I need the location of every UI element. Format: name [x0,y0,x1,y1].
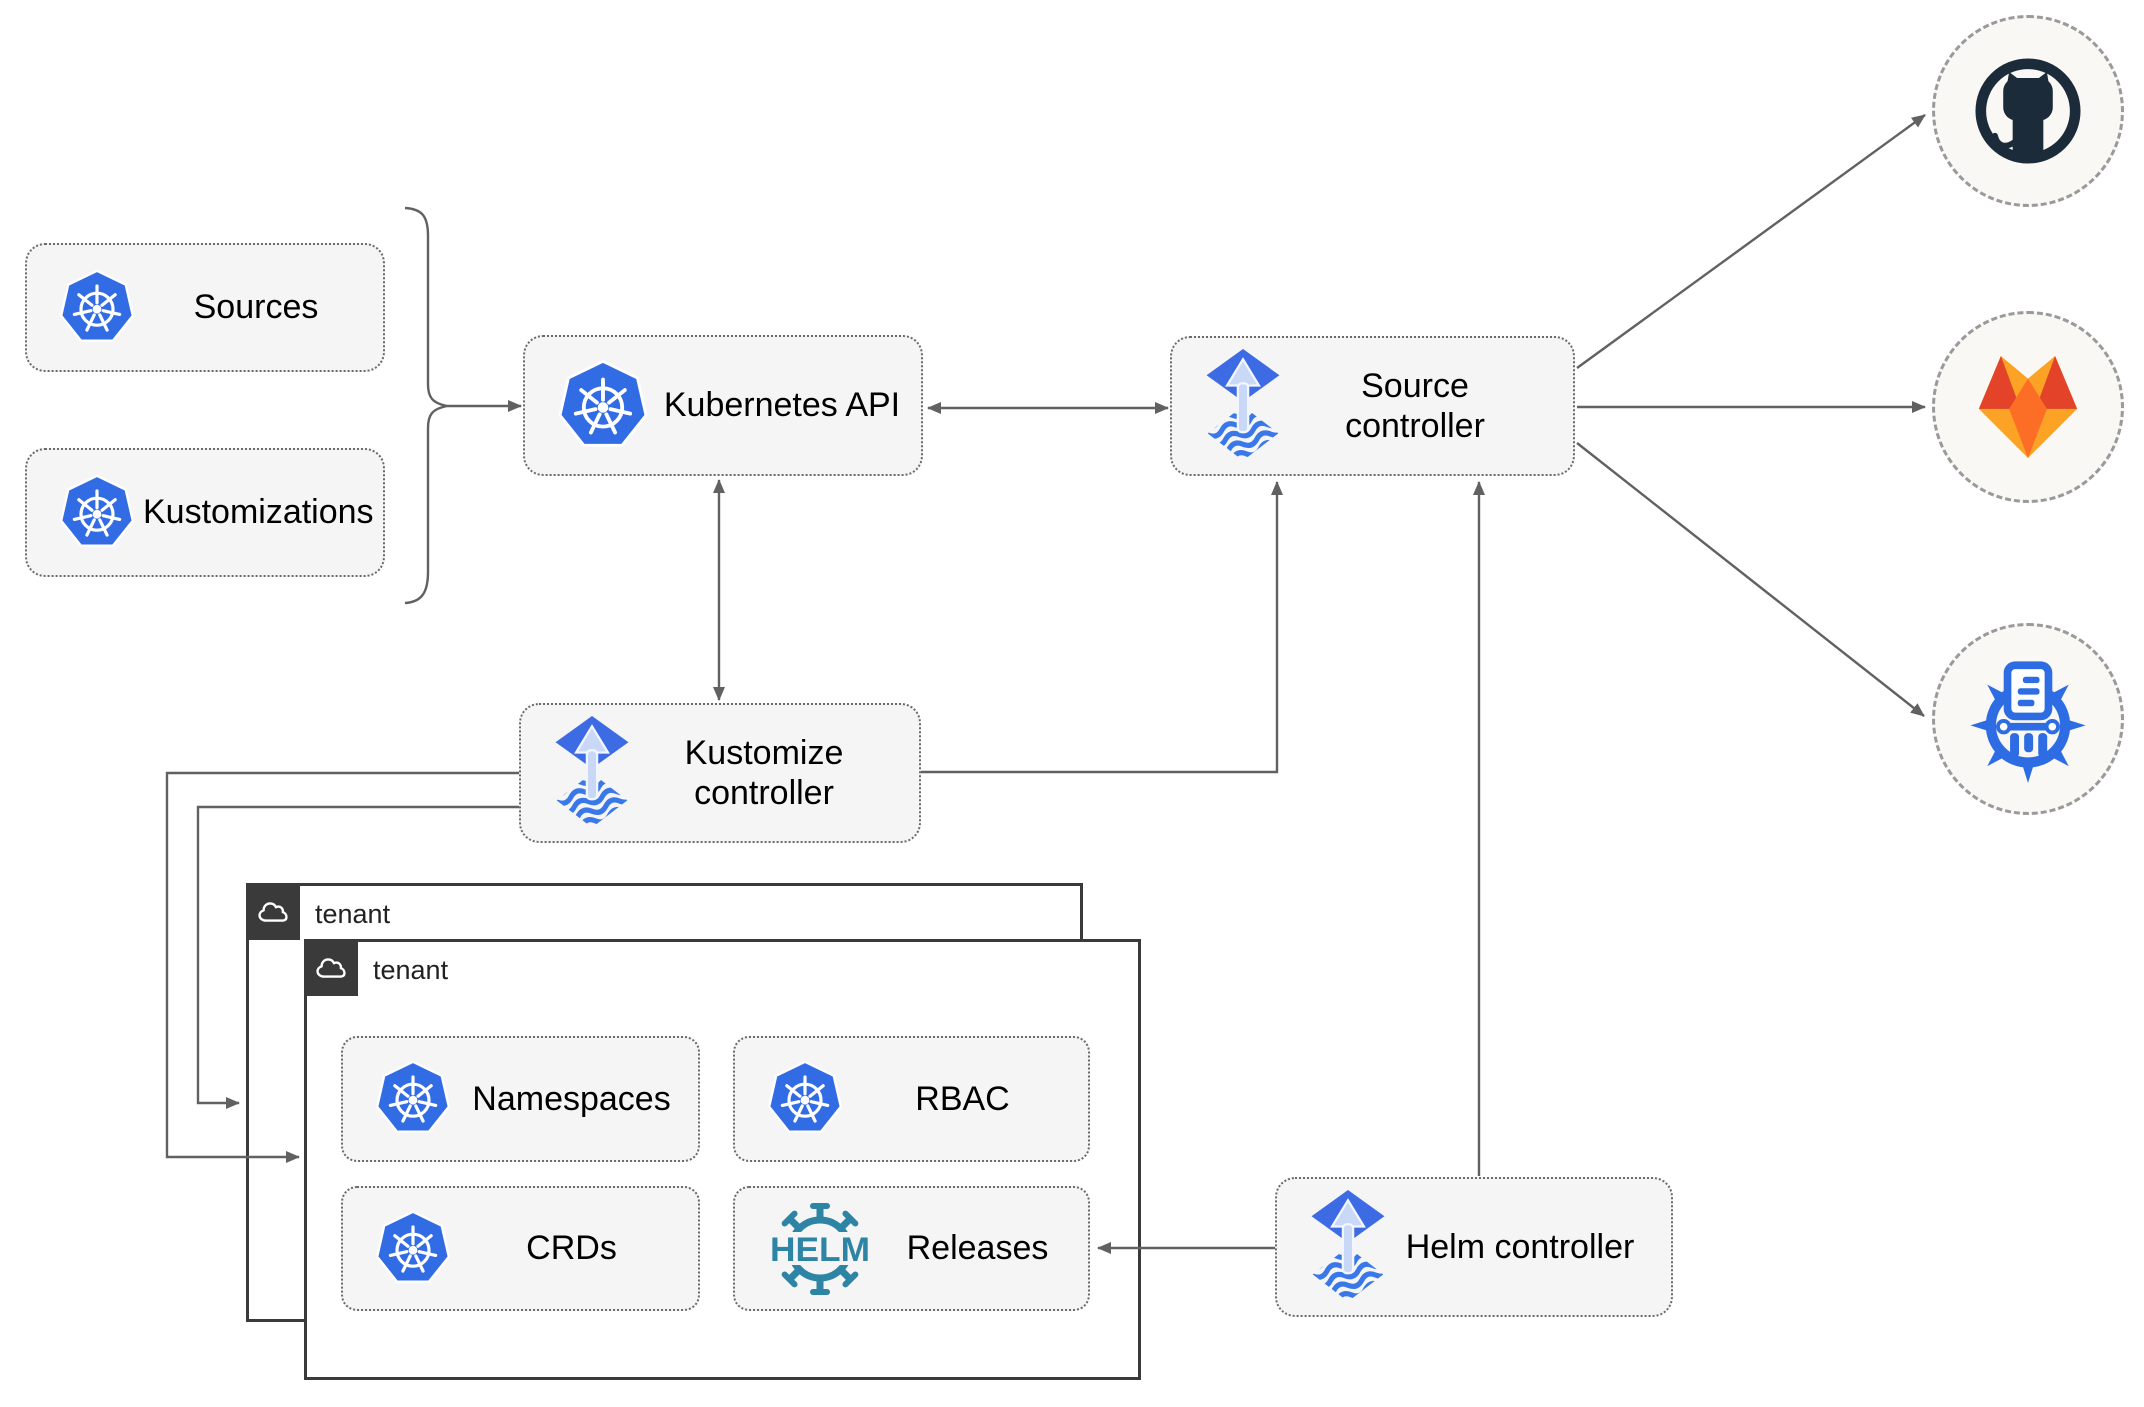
cloud-icon [246,883,300,940]
edge-kustomize-source [921,481,1283,774]
github-target [1932,15,2124,207]
node-label: CRDs [526,1229,617,1268]
kubernetes-icon [373,1059,453,1139]
gitlab-icon [1965,347,2091,467]
node-namespaces: Namespaces [341,1036,700,1162]
github-icon [1969,52,2087,170]
kubernetes-icon [57,473,137,553]
node-label: RBAC [915,1079,1010,1118]
node-crds: CRDs [341,1186,700,1311]
node-rbac: RBAC [733,1036,1090,1162]
kubernetes-icon [373,1209,453,1289]
node-label: Sources [193,288,319,327]
edge-source-chartmuseum [1576,442,1925,717]
chartmuseum-target [1932,623,2124,815]
flux-icon [1202,349,1284,463]
helm-logo-text: HELM [770,1231,870,1269]
helm-icon: HELM [765,1197,875,1301]
node-kustomizations: Kustomizations [25,448,385,577]
node-kustomize-controller: Kustomize controller [519,703,921,843]
node-label: Releases [906,1229,1049,1268]
kubernetes-icon [555,358,651,454]
node-label: Namespaces [472,1079,671,1118]
flux-icon [551,716,633,830]
gitlab-target [1932,311,2124,503]
node-kubernetes-api: Kubernetes API [523,335,923,476]
node-label: Kustomize controller [684,733,844,812]
edge-brace [404,206,448,605]
flux-icon [1307,1190,1389,1304]
node-label: Source controller [1345,366,1485,445]
kubernetes-icon [57,268,137,348]
cloud-icon [304,939,358,996]
edge-source-github [1576,114,1926,369]
node-source-controller: Source controller [1170,336,1575,476]
node-releases: HELM Releases [733,1186,1090,1311]
node-label: Kustomizations [143,493,374,532]
node-sources: Sources [25,243,385,372]
tenant-label: tenant [315,899,391,929]
tenant-label: tenant [373,955,449,985]
chartmuseum-icon [1964,655,2092,783]
kubernetes-icon [765,1059,845,1139]
node-label: Helm controller [1405,1227,1635,1266]
node-label: Kubernetes API [663,386,901,425]
node-helm-controller: Helm controller [1275,1177,1673,1317]
